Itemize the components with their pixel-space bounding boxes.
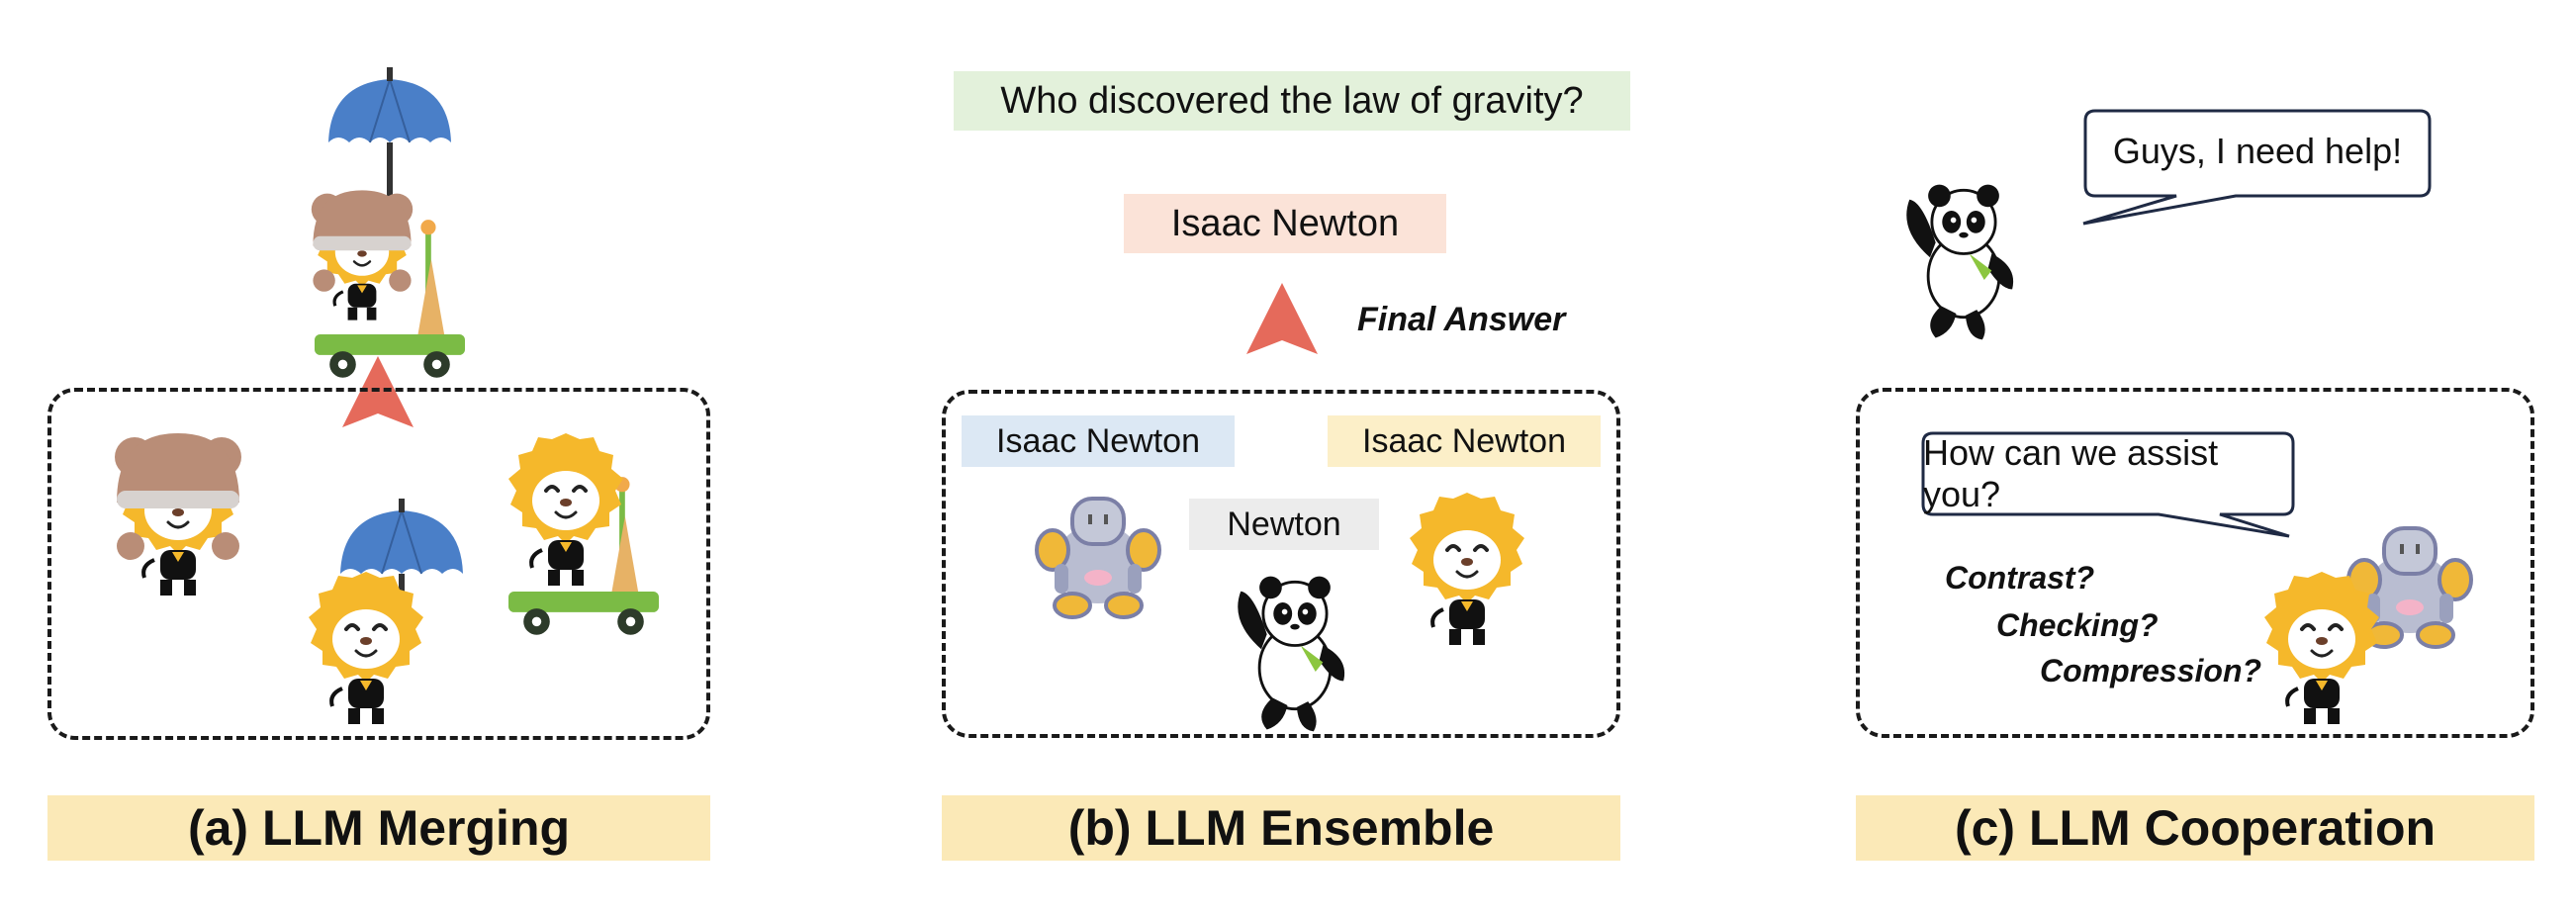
scooter-lion-model bbox=[506, 431, 659, 635]
assist-speech-bubble bbox=[1921, 431, 2295, 538]
question-box: Who discovered the law of gravity? bbox=[954, 71, 1630, 131]
option-checking: Checking? bbox=[1996, 607, 2159, 643]
panda-icon bbox=[1236, 575, 1346, 733]
lion-icon bbox=[2262, 570, 2381, 726]
umbrella-lion-model bbox=[307, 498, 464, 726]
panda-icon bbox=[1904, 183, 2015, 341]
ensemble-models-box bbox=[942, 390, 1620, 738]
cooperation-models-box bbox=[1856, 388, 2534, 738]
help-speech-bubble bbox=[2082, 109, 2432, 226]
robot-icon bbox=[1035, 497, 1161, 619]
merged-model-figure bbox=[311, 66, 465, 378]
caption-cooperation: (c) LLM Cooperation bbox=[1856, 795, 2534, 861]
model-answer-blue: Isaac Newton bbox=[962, 415, 1235, 467]
option-contrast: Contrast? bbox=[1945, 560, 2095, 596]
bear-lion-model bbox=[115, 433, 241, 597]
model-answer-yellow: Isaac Newton bbox=[1328, 415, 1601, 467]
lion-icon bbox=[307, 570, 425, 726]
merging-models-box bbox=[47, 388, 710, 740]
umbrella-icon bbox=[327, 66, 452, 213]
lion-icon bbox=[506, 431, 625, 588]
reply-message: How can we assist you? bbox=[1923, 432, 2219, 514]
final-answer-box: Isaac Newton bbox=[1124, 194, 1446, 253]
caption-merging: (a) LLM Merging bbox=[47, 795, 710, 861]
model-answer-gray: Newton bbox=[1189, 499, 1379, 550]
up-arrow-icon bbox=[1246, 283, 1318, 354]
option-compression: Compression? bbox=[2040, 653, 2262, 688]
lion-icon bbox=[1408, 491, 1526, 647]
help-message: Guys, I need help! bbox=[2112, 131, 2403, 171]
final-answer-label: Final Answer bbox=[1357, 301, 1566, 338]
caption-ensemble: (b) LLM Ensemble bbox=[942, 795, 1620, 861]
